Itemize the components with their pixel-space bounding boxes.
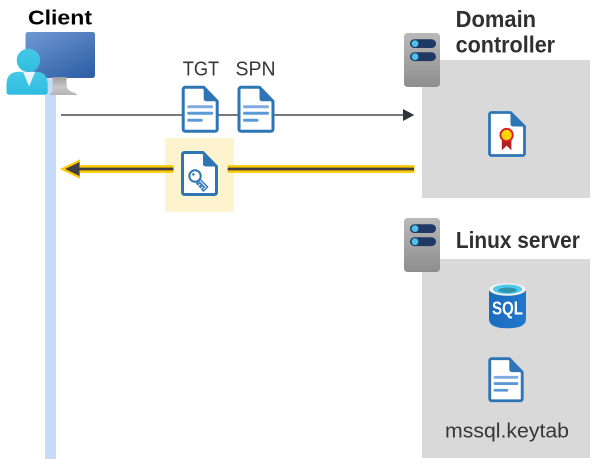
svg-text:Client: Client bbox=[28, 7, 92, 30]
svg-text:mssql.keytab: mssql.keytab bbox=[445, 421, 569, 443]
svg-text:Domain: Domain bbox=[456, 6, 536, 32]
svg-text:Linux server: Linux server bbox=[456, 227, 580, 253]
svg-text:SQL: SQL bbox=[492, 298, 523, 319]
svg-text:SPN: SPN bbox=[236, 58, 276, 80]
svg-text:controller: controller bbox=[456, 31, 555, 57]
svg-text:TGT: TGT bbox=[183, 58, 220, 80]
